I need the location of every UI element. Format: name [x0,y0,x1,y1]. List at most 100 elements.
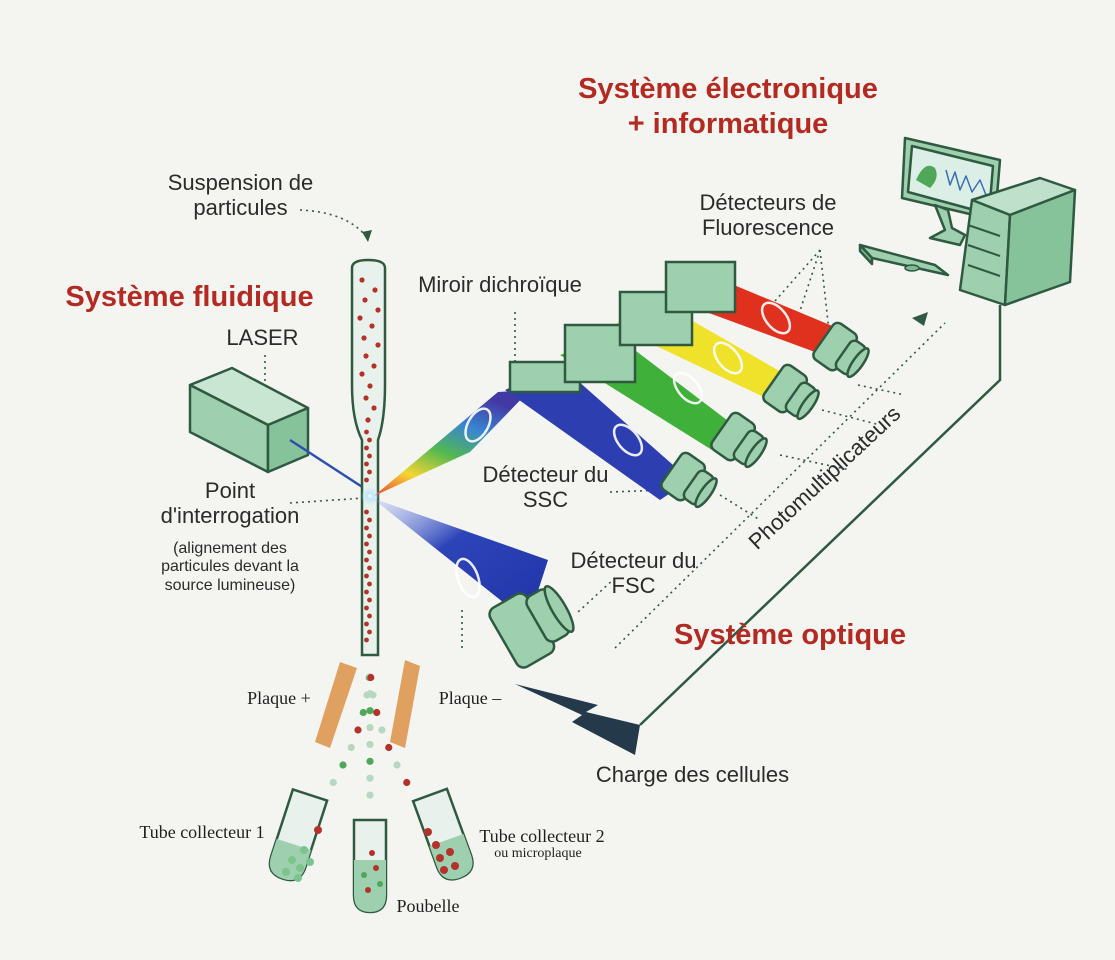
channel-particle [364,605,369,611]
label-fsc-line1: Détecteur du [570,548,697,573]
tube1-particle [314,826,322,834]
channel-particle [364,589,369,595]
channel-particle [364,525,369,531]
channel-particle [364,477,369,483]
droplet [339,761,347,769]
label-suspension-line1: Suspension de [167,170,314,195]
label-interrogation-line1: Point [204,478,256,503]
label-fluorescence-line1: Détecteurs de [699,190,837,215]
channel-particle [364,509,369,515]
label-interrogation-note: (alignement des particules devant la sou… [135,540,325,595]
droplet [378,726,386,734]
trash-particle [369,850,375,856]
tube2-particle [424,828,432,836]
flow-particles [357,277,381,643]
tube1-particle [296,864,304,872]
channel-particle [364,573,369,579]
label-interrogation-point: Point d'interrogation [150,478,310,529]
label-note-line2: particules devant la [161,558,299,576]
label-laser: LASER [226,325,299,350]
label-ssc-detector: Détecteur du SSC [468,462,623,513]
dichroic-mirrors [508,260,737,394]
droplet [347,743,355,752]
droplet [329,778,337,787]
flow-particle [363,353,369,359]
label-charge: Charge des cellules [595,762,790,787]
charge-bolt [515,684,640,755]
channel-particle [367,613,372,619]
plate-plus [315,662,357,748]
guide-lines [264,209,946,650]
channel-particle [367,453,372,459]
droplet [403,778,411,787]
tube2-particle [440,866,448,874]
label-dichroic-mirror: Miroir dichroïque [418,272,582,297]
computer [858,136,1077,307]
channel-particle [367,437,372,443]
lens-rings [455,301,792,599]
arrow-head-optics [912,312,928,326]
channel-particle [367,549,372,555]
tube1-particle [300,846,308,854]
tube2-particle [451,862,459,870]
tower [958,176,1077,307]
channel-particle [367,469,372,475]
tube2-particle [432,841,440,849]
droplet [366,774,374,782]
tube1-particle [306,858,314,866]
interrogation-point [361,487,379,505]
flow-particle [371,363,377,369]
channel-particle [364,621,369,627]
flow-particle [372,287,378,293]
label-fluorescence-detectors: Détecteurs de Fluorescence [682,190,854,241]
laser-box [188,366,310,474]
droplet [366,723,374,732]
label-ssc-line2: SSC [522,487,569,513]
channel-particle [364,557,369,563]
channel-particle [367,517,372,523]
arrow-head-suspension [362,230,372,242]
title-electronic-line2: + informatique [627,107,829,140]
droplet [366,791,374,799]
droplet [369,691,377,699]
droplet [354,726,362,734]
trash-particle [373,865,379,871]
droplet-streams [329,673,411,799]
flow-particle [367,383,373,389]
channel-particle [367,597,372,603]
title-optical-system: Système optique [673,619,907,651]
label-note-line3: source lumineuse) [164,576,296,594]
label-fsc-line2: FSC [611,573,656,599]
photomultipliers [488,321,870,669]
trash-particle [361,872,367,878]
label-ssc-line1: Détecteur du [482,462,609,487]
laser-beam [289,438,371,494]
label-fsc-detector: Détecteur du FSC [556,548,711,599]
label-tube-2: Tube collecteur 2 [479,826,605,846]
flow-particle [359,371,365,377]
channel-particle [367,565,372,571]
label-plate-plus: Plaque + [247,688,311,708]
trash-particle [377,881,383,887]
flow-particle [375,307,381,313]
plate-minus [390,660,420,748]
flow-particle [359,277,365,283]
label-fluorescence-line2: Fluorescence [701,215,835,241]
droplet [373,708,381,717]
flow-particle [369,323,375,329]
flow-particle [362,297,368,303]
channel-particle [364,637,369,643]
channel-particle [364,445,369,451]
droplet [359,708,367,717]
channel-particle [364,541,369,547]
flow-particle [365,417,371,423]
keyboard [858,243,950,277]
channel-particle [364,461,369,467]
tube2-particle [436,854,444,862]
label-tube-2-sub: ou microplaque [494,846,582,861]
droplet [393,761,401,769]
flow-particle [361,335,367,341]
channel-particle [364,429,369,435]
tube1-particle [288,856,296,864]
